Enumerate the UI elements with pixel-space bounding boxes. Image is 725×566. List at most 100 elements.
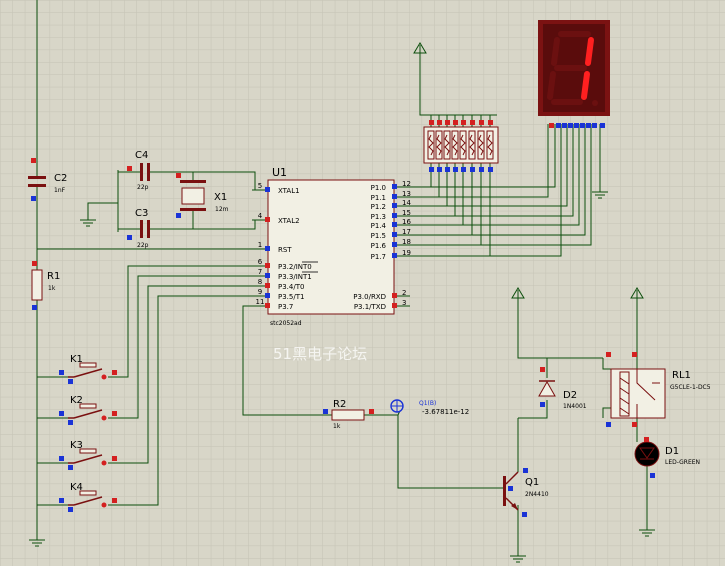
u1-pin-name: P1.1 — [371, 194, 386, 202]
u1-pin-3[interactable]: 3P3.1/TXD — [354, 299, 410, 311]
voltage-probe[interactable]: Q1(B) -3.67811e-12 — [390, 399, 469, 416]
pin-marker — [522, 512, 527, 517]
q1-ref: Q1 — [525, 477, 539, 488]
relay-rl1[interactable]: RL1 G5CLE-1-DC5 — [610, 368, 711, 419]
pin-marker — [59, 456, 64, 461]
pin-marker — [392, 203, 397, 208]
d1-ref: D1 — [665, 446, 679, 457]
pin-marker — [574, 123, 579, 128]
pin-marker — [392, 184, 397, 189]
pin-marker — [479, 167, 484, 172]
pin-marker — [392, 222, 397, 227]
capacitor-c3[interactable]: C3 22p — [135, 208, 150, 249]
push-button-k2[interactable]: K2 — [59, 395, 117, 425]
r1-value: 1k — [48, 285, 56, 292]
pin-marker — [592, 123, 597, 128]
pin-marker — [580, 123, 585, 128]
pin-marker — [461, 120, 466, 125]
u1-pin-number: 8 — [258, 278, 262, 286]
c2-value: 1nF — [54, 187, 66, 194]
pin-marker — [632, 422, 637, 427]
probe-label: Q1(B) — [419, 400, 436, 407]
u1-pin-name: P1.2 — [371, 203, 386, 211]
u1-pin-9[interactable]: 9P3.5/T1 — [252, 288, 304, 301]
seg-b — [585, 37, 594, 66]
u1-pin-7[interactable]: 7P3.3/INT1 — [252, 268, 312, 281]
seg-c — [581, 71, 590, 100]
pin-marker — [606, 352, 611, 357]
power-arrow-relay — [630, 287, 644, 300]
pin-marker — [392, 194, 397, 199]
ground-led — [639, 526, 655, 537]
pin-marker — [59, 370, 64, 375]
u1-pin-name: P1.0 — [371, 184, 386, 192]
pullup-resistor-array[interactable] — [423, 120, 499, 172]
u1-pin-name: P1.3 — [371, 213, 386, 221]
key-label: K1 — [70, 354, 83, 365]
resistor-r2[interactable]: R2 1k — [331, 399, 365, 430]
pin-marker — [488, 120, 493, 125]
pin-marker — [650, 473, 655, 478]
u1-pin-number: 2 — [402, 289, 406, 297]
u1-pin-2[interactable]: 2P3.0/RXD — [353, 289, 410, 301]
pin-marker — [176, 173, 181, 178]
led-d1[interactable]: D1 LED-GREEN — [634, 441, 700, 467]
pin-marker — [32, 261, 37, 266]
mcu-u1[interactable]: U1 5XTAL14XTAL21RST6P3.2/INT07P3.3/INT18… — [252, 166, 411, 327]
seg-f — [551, 37, 560, 66]
pin-marker — [392, 232, 397, 237]
pin-marker — [600, 123, 605, 128]
seven-segment-display[interactable] — [538, 20, 610, 116]
pin-marker — [265, 187, 270, 192]
transistor-q1[interactable]: Q1 2N4410 — [503, 471, 549, 511]
c4-value: 22p — [137, 184, 149, 191]
u1-pin-8[interactable]: 8P3.4/T0 — [252, 278, 304, 291]
push-button-k1[interactable]: K1 — [59, 354, 117, 384]
capacitor-c2[interactable]: C2 1nF — [28, 165, 67, 194]
u1-pin-name: P3.0/RXD — [353, 293, 386, 301]
pin-marker — [586, 123, 591, 128]
pin-marker — [265, 246, 270, 251]
x1-value: 12m — [215, 206, 229, 213]
key-label: K4 — [70, 482, 83, 493]
pin-marker — [540, 367, 545, 372]
push-button-k3[interactable]: K3 — [59, 440, 117, 470]
resistor-r1[interactable]: R1 1k — [31, 269, 60, 301]
pin-marker — [437, 120, 442, 125]
pin-marker — [323, 409, 328, 414]
pin-marker — [568, 123, 573, 128]
diode-d2[interactable]: D2 1N4001 — [538, 380, 587, 410]
rl1-part: G5CLE-1-DC5 — [670, 384, 711, 391]
u1-pin-6[interactable]: 6P3.2/INT0 — [252, 258, 312, 271]
u1-pin-number: 7 — [258, 268, 262, 276]
capacitor-c4[interactable]: C4 22p — [135, 150, 150, 191]
pin-marker — [606, 422, 611, 427]
pin-marker — [112, 456, 117, 461]
u1-pin-number: 15 — [402, 209, 411, 217]
u1-pin-name: P3.5/T1 — [278, 293, 304, 301]
pin-marker — [112, 498, 117, 503]
d2-part: 1N4001 — [563, 403, 587, 410]
pin-marker — [445, 120, 450, 125]
u1-pin-number: 3 — [402, 299, 406, 307]
u1-left-pins: 5XTAL14XTAL21RST6P3.2/INT07P3.3/INT18P3.… — [252, 182, 318, 311]
pin-marker — [632, 352, 637, 357]
c3-ref: C3 — [135, 208, 148, 219]
push-button-k4[interactable]: K4 — [59, 482, 117, 512]
u1-pin-number: 14 — [402, 199, 411, 207]
crystal-x1[interactable]: X1 12m — [180, 180, 229, 213]
